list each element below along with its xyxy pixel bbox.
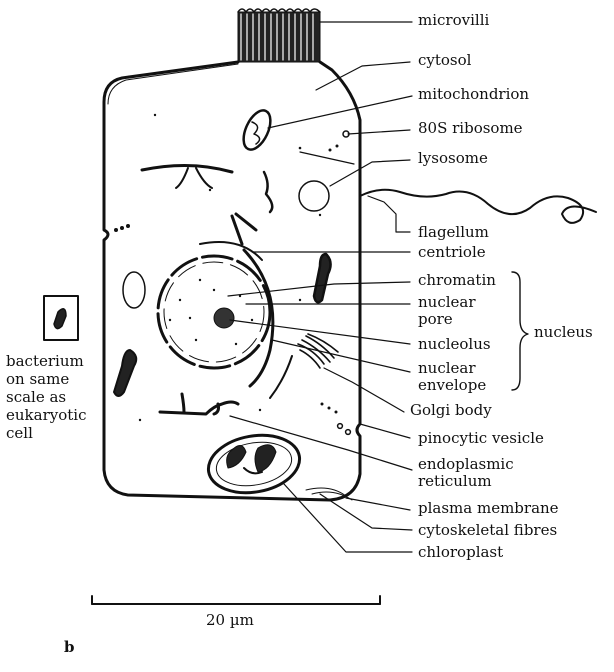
er-drawing xyxy=(160,394,238,414)
label-cytosol: cytosol xyxy=(418,52,471,69)
scale-bar-label: 20 µm xyxy=(206,612,254,629)
label-chromatin: chromatin xyxy=(418,272,496,289)
label-nuclear-pore: nuclear pore xyxy=(418,294,476,328)
label-nucleolus: nucleolus xyxy=(418,336,491,353)
nucleus-drawing xyxy=(158,256,270,368)
label-chloroplast: chloroplast xyxy=(418,544,503,561)
centriole-drawing xyxy=(232,214,256,244)
label-ribosome: 80S ribosome xyxy=(418,120,523,137)
scale-bar xyxy=(92,596,380,604)
label-cytoskeletal-fibres: cytoskeletal fibres xyxy=(418,522,557,539)
label-nuclear-envelope: nuclear envelope xyxy=(418,360,486,394)
microvilli-drawing xyxy=(238,9,320,62)
label-bacterium: bacterium on same scale as eukaryotic ce… xyxy=(6,352,86,442)
label-plasma-membrane: plasma membrane xyxy=(418,500,559,517)
mitochondrion-drawing xyxy=(238,106,276,153)
panel-letter: b xyxy=(64,638,75,656)
nucleus-brace xyxy=(512,272,528,390)
cytosol-dots xyxy=(114,114,339,421)
label-centriole: centriole xyxy=(418,244,486,261)
label-flagellum: flagellum xyxy=(418,224,489,241)
label-pinocytic-vesicle: pinocytic vesicle xyxy=(418,430,544,447)
label-mitochondrion: mitochondrion xyxy=(418,86,529,103)
label-golgi: Golgi body xyxy=(410,402,492,419)
label-lysosome: lysosome xyxy=(418,150,488,167)
label-er: endoplasmic reticulum xyxy=(418,456,514,490)
label-microvilli: microvilli xyxy=(418,12,489,29)
lysosome-drawing xyxy=(299,181,329,211)
bacterium-drawing xyxy=(44,296,78,340)
label-nucleus: nucleus xyxy=(534,324,593,341)
